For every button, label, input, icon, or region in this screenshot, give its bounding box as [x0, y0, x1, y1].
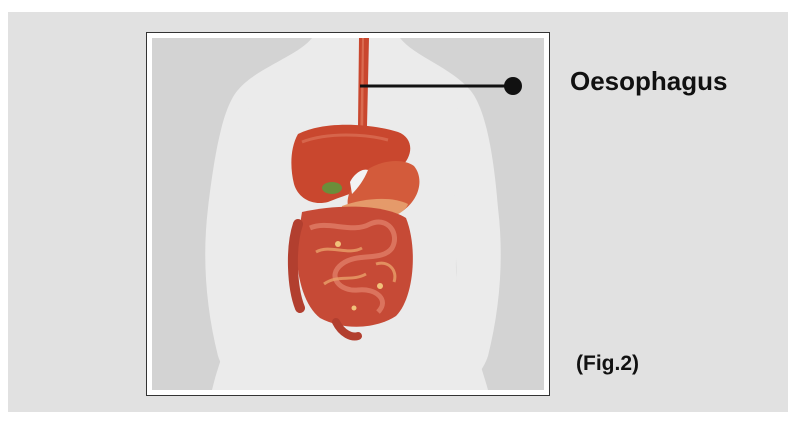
figure-caption: (Fig.2): [576, 352, 639, 376]
human-body-illustration: [152, 38, 544, 390]
oesophagus-label: Oesophagus: [570, 66, 727, 97]
anatomy-figure: [152, 38, 544, 390]
